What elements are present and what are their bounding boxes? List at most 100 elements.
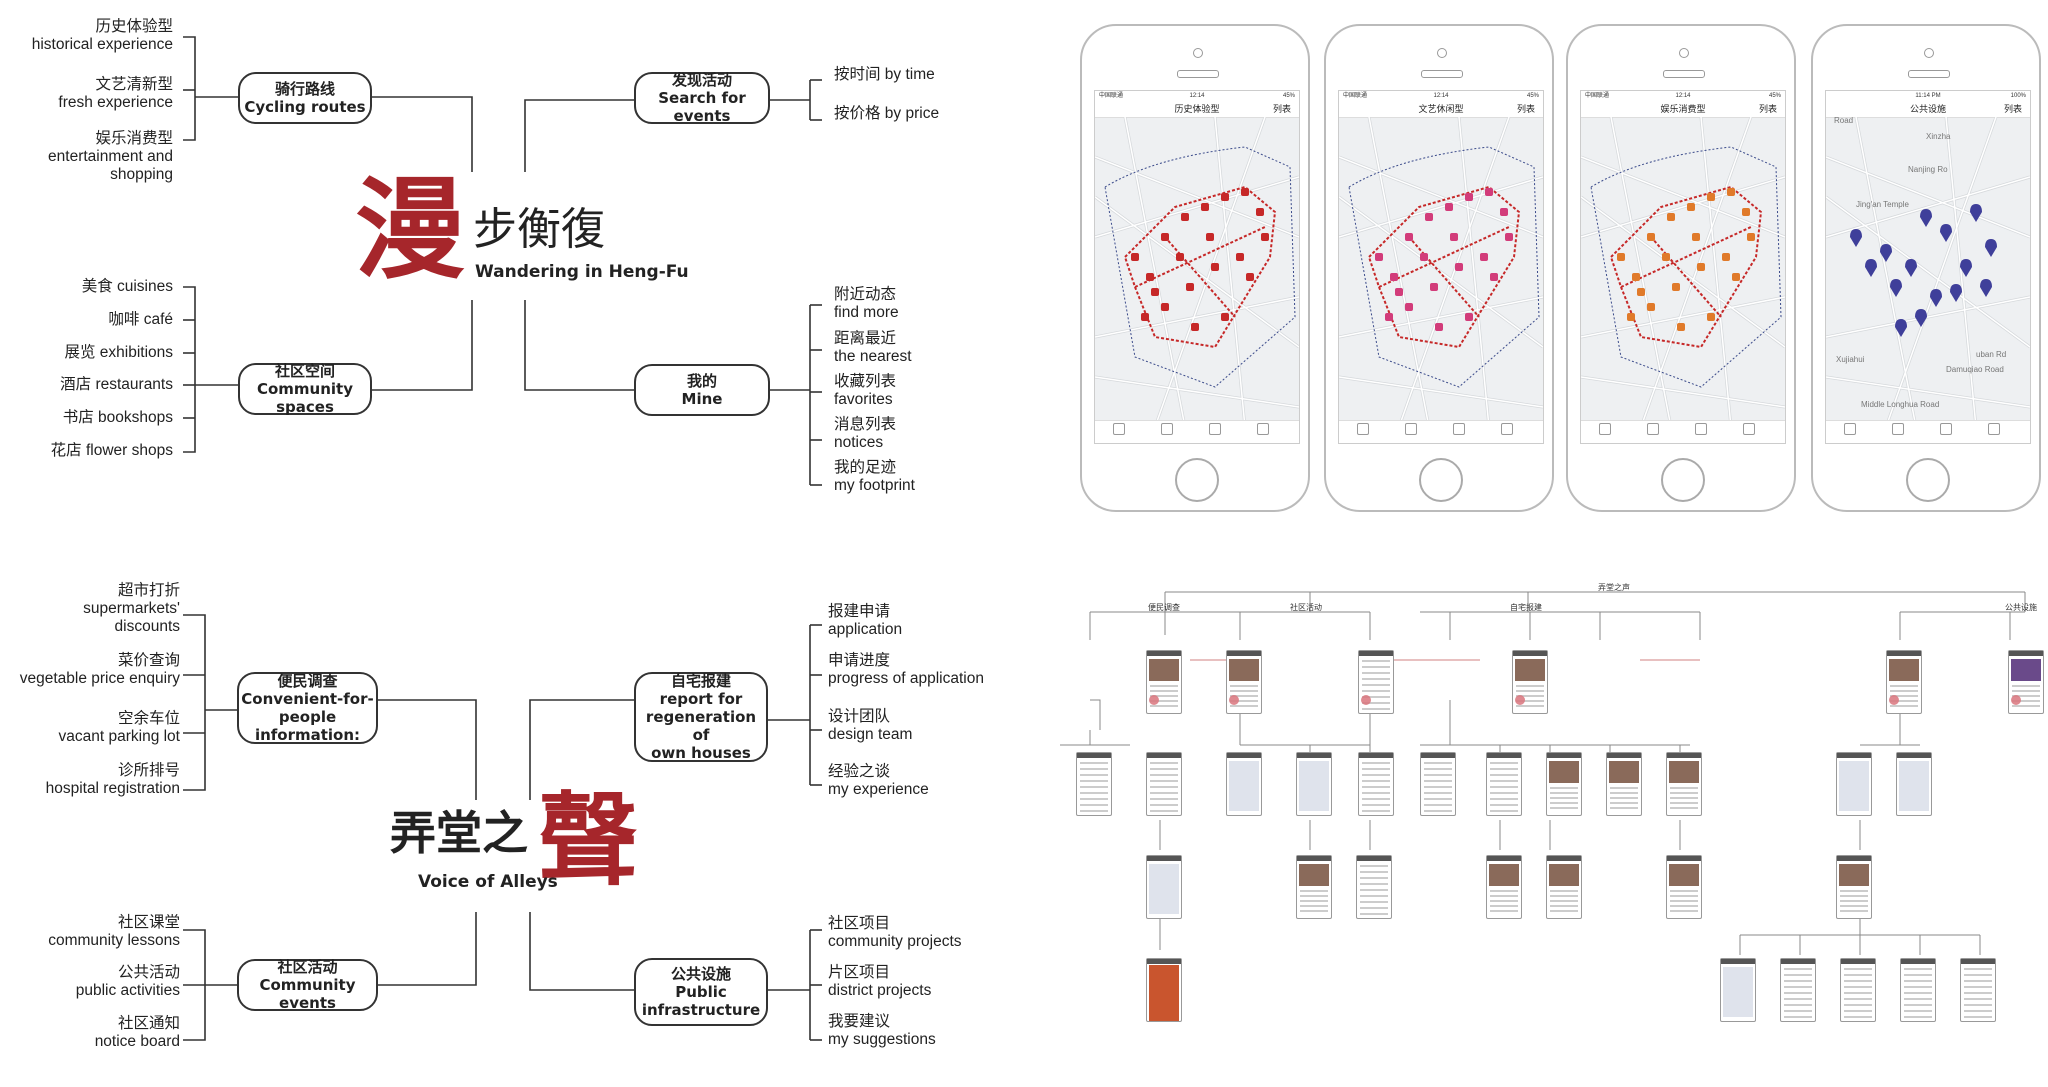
- tab-icon-1[interactable]: [1599, 423, 1611, 435]
- home-button[interactable]: [1175, 458, 1219, 502]
- tree-screen: [1486, 855, 1522, 919]
- tree-screen: [1836, 855, 1872, 919]
- map-marker: [1732, 273, 1740, 281]
- status-bar: 中国联通 12:14 45%: [1095, 91, 1299, 101]
- status-bar: 11:14 PM 100%: [1826, 91, 2030, 101]
- map-marker: [1890, 279, 1902, 297]
- list-button[interactable]: 列表: [1758, 104, 1777, 114]
- tree-branch-3: 自宅报建: [1510, 603, 1542, 612]
- phone-3: 中国联通 12:14 45% 娱乐消费型 列表: [1566, 24, 1796, 512]
- status-bar: 中国联通 12:14 45%: [1339, 91, 1543, 101]
- phone-screen: 中国联通 12:14 45% 文艺休闲型 列表: [1338, 90, 1544, 444]
- map-marker: [1880, 244, 1892, 262]
- tab-icon-1[interactable]: [1844, 423, 1856, 435]
- tab-icon-4[interactable]: [1988, 423, 2000, 435]
- cycling-item-fresh: 文艺清新型 fresh experience: [58, 76, 173, 111]
- tree-screen: [1840, 958, 1876, 1022]
- map-marker: [1697, 263, 1705, 271]
- tree-screen: [1606, 752, 1642, 816]
- map-marker: [1405, 233, 1413, 241]
- battery-label: 45%: [1282, 93, 1295, 99]
- tree-screen: [1886, 650, 1922, 714]
- map-label-xinzha: Xinzha: [1926, 132, 1951, 141]
- map-marker: [1375, 253, 1383, 261]
- tab-icon-2[interactable]: [1892, 423, 1904, 435]
- home-button[interactable]: [1661, 458, 1705, 502]
- camera-icon: [1924, 48, 1934, 58]
- tab-icon-1[interactable]: [1357, 423, 1369, 435]
- map-marker: [1385, 313, 1393, 321]
- time-label: 12:14: [1433, 93, 1449, 99]
- map-marker: [1617, 253, 1625, 261]
- list-button[interactable]: 列表: [1272, 104, 1291, 114]
- map-marker: [1261, 233, 1269, 241]
- tab-icon-3[interactable]: [1940, 423, 1952, 435]
- tree-screen: [2008, 650, 2044, 714]
- map-view[interactable]: [1339, 117, 1543, 427]
- list-button[interactable]: 列表: [1516, 104, 1535, 114]
- map-label-xujiahui: Xujiahui: [1836, 355, 1865, 364]
- tab-icon-3[interactable]: [1453, 423, 1465, 435]
- map-label-nanjing: Nanjing Ro: [1908, 165, 1948, 174]
- map-marker: [1395, 288, 1403, 296]
- map-marker: [1915, 309, 1927, 327]
- carrier-label: 中国联通: [1099, 93, 1124, 99]
- home-button[interactable]: [1906, 458, 1950, 502]
- map-marker: [1191, 323, 1199, 331]
- tab-icon-4[interactable]: [1743, 423, 1755, 435]
- map-marker: [1256, 208, 1264, 216]
- tab-icon-4[interactable]: [1257, 423, 1269, 435]
- map-view[interactable]: [1581, 117, 1785, 427]
- event-item-time: 按时间 by time: [834, 66, 935, 83]
- status-bar: 中国联通 12:14 45%: [1581, 91, 1785, 101]
- map-marker: [1445, 203, 1453, 211]
- tab-icon-1[interactable]: [1113, 423, 1125, 435]
- map-view[interactable]: [1095, 117, 1299, 427]
- map-marker: [1637, 288, 1645, 296]
- home-button[interactable]: [1419, 458, 1463, 502]
- tree-screen: [1546, 855, 1582, 919]
- map-marker: [1505, 233, 1513, 241]
- space-item-bookshops: 书店 bookshops: [62, 409, 173, 426]
- tree-screen: [1226, 650, 1262, 714]
- tab-bar: [1339, 420, 1543, 443]
- map-marker: [1161, 233, 1169, 241]
- tree-screen: [1146, 752, 1182, 816]
- map-marker: [1687, 203, 1695, 211]
- list-button[interactable]: 列表: [2003, 104, 2022, 114]
- tab-icon-2[interactable]: [1161, 423, 1173, 435]
- map-label-dapu: uban Rd: [1976, 350, 2006, 359]
- map-marker: [1201, 203, 1209, 211]
- events-item-notice: 社区通知 notice board: [94, 1015, 180, 1050]
- tab-bar: [1826, 420, 2030, 443]
- node-convenient-info: 便民调查 Convenient-for- people information:: [237, 672, 378, 744]
- tab-icon-4[interactable]: [1501, 423, 1513, 435]
- tree-screen: [1226, 752, 1262, 816]
- tab-icon-2[interactable]: [1647, 423, 1659, 435]
- tab-icon-2[interactable]: [1405, 423, 1417, 435]
- tab-icon-3[interactable]: [1209, 423, 1221, 435]
- tree-screen: [1486, 752, 1522, 816]
- tree-screen: [1296, 855, 1332, 919]
- node-search-events: 发现活动 Search for events: [634, 71, 770, 125]
- map-marker: [1920, 209, 1932, 227]
- battery-label: 45%: [1768, 93, 1781, 99]
- map-marker: [1211, 263, 1219, 271]
- map-marker: [1131, 253, 1139, 261]
- map-marker: [1465, 193, 1473, 201]
- node-report-houses: 自宅报建 report for regeneration of own hous…: [634, 672, 768, 762]
- tab-icon-3[interactable]: [1695, 423, 1707, 435]
- map-label-road: Road: [1834, 117, 1853, 125]
- tree-screen: [1546, 752, 1582, 816]
- tree-branch-2: 社区活动: [1290, 603, 1322, 612]
- map-marker: [1662, 253, 1670, 261]
- map-marker: [1667, 213, 1675, 221]
